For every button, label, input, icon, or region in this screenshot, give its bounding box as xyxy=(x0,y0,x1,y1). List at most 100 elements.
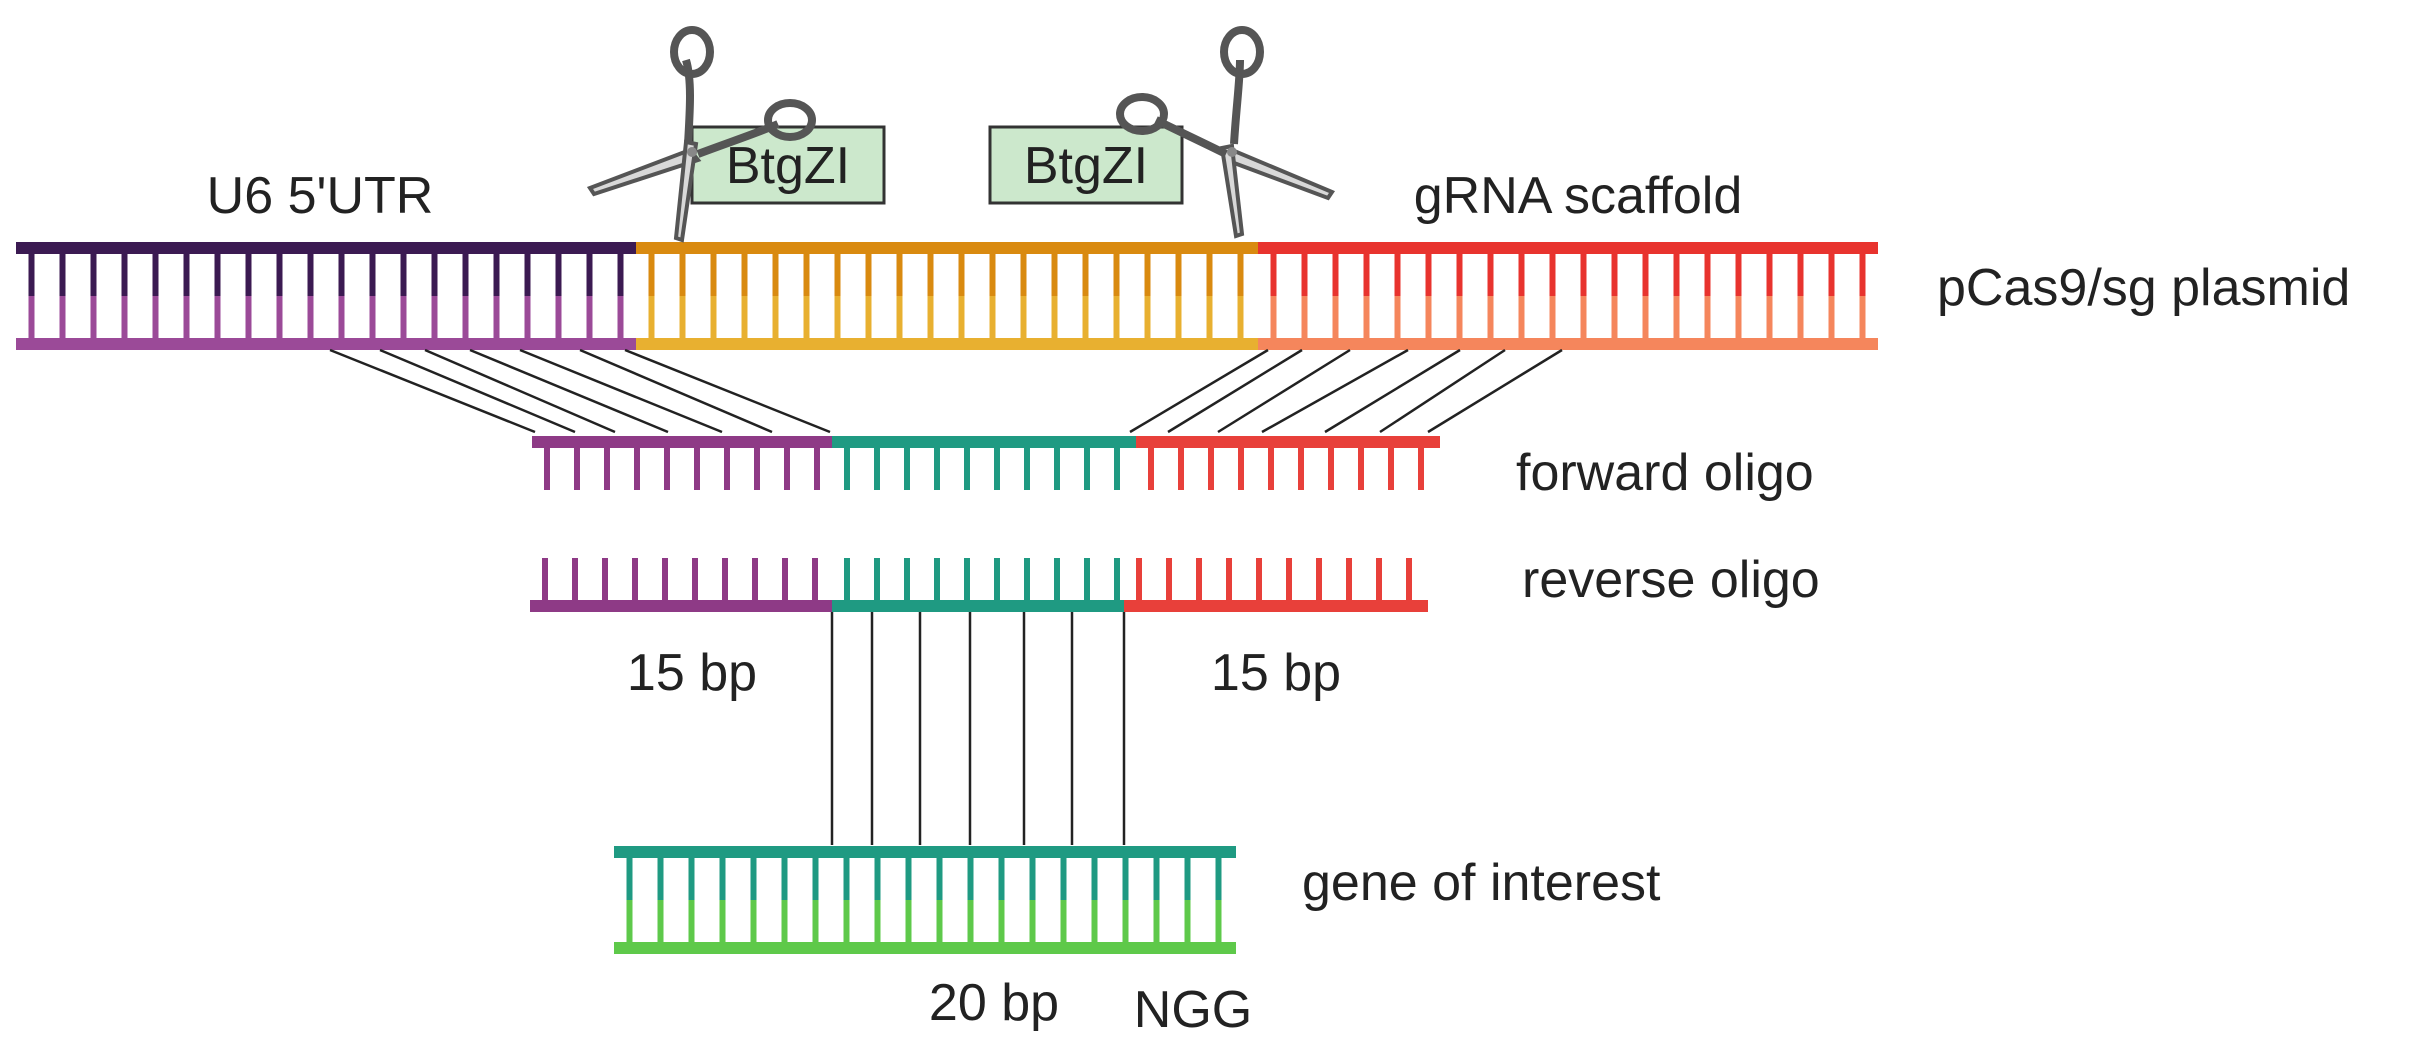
scaffold-segment-rung-top xyxy=(1673,248,1680,296)
gene-segment-rung-top xyxy=(688,852,695,900)
fwd-right-rung xyxy=(1298,442,1304,490)
rev-right-rung xyxy=(1256,558,1262,606)
gene-segment-rung-bottom xyxy=(936,900,943,948)
scaffold-segment-top-backbone xyxy=(1258,242,1878,254)
fwd-right-rung xyxy=(1328,442,1334,490)
spacer-segment-rung-bottom xyxy=(1144,296,1151,344)
spacer-segment-rung-bottom xyxy=(772,296,779,344)
gene-segment-rung-bottom xyxy=(750,900,757,948)
gene-segment-rung-top xyxy=(812,852,819,900)
scaffold-segment-rung-top xyxy=(1828,248,1835,296)
connector-line xyxy=(519,348,723,434)
spacer-segment-rung-bottom xyxy=(896,296,903,344)
spacer-segment-rung-bottom xyxy=(865,296,872,344)
scaffold-segment-rung-top xyxy=(1642,248,1649,296)
u6-segment-rung-top xyxy=(59,248,66,296)
scaffold-segment-rung-top xyxy=(1797,248,1804,296)
gene-segment-rung-bottom xyxy=(781,900,788,948)
fwd-middle-rung xyxy=(1024,442,1030,490)
fwd-middle-rung xyxy=(874,442,880,490)
gene-segment-rung-top xyxy=(843,852,850,900)
scaffold-segment-rung-bottom xyxy=(1456,296,1463,344)
connector-line xyxy=(624,348,831,434)
rev-right-rung xyxy=(1346,558,1352,606)
scaffold-segment-rung-top xyxy=(1270,248,1277,296)
scaffold-segment-rung-bottom xyxy=(1425,296,1432,344)
u6-segment-rung-top xyxy=(90,248,97,296)
rev-middle-rung xyxy=(844,558,850,606)
gene-segment-rung-top xyxy=(1184,852,1191,900)
connector-line xyxy=(424,348,616,434)
u6-segment-rung-top xyxy=(152,248,159,296)
spacer-segment-rung-bottom xyxy=(1206,296,1213,344)
scaffold-segment-rung-top xyxy=(1301,248,1308,296)
rev-right-rung xyxy=(1136,558,1142,606)
fwd-middle-rung xyxy=(904,442,910,490)
fwd-left-rung xyxy=(634,442,640,490)
rev-middle-rung xyxy=(1024,558,1030,606)
rev-middle-rung xyxy=(1084,558,1090,606)
scaffold-segment-rung-top xyxy=(1363,248,1370,296)
u6-segment-rung-bottom xyxy=(276,296,283,344)
u6-segment-rung-top xyxy=(524,248,531,296)
rev-middle-rung xyxy=(1114,558,1120,606)
fwd-middle-rung xyxy=(1054,442,1060,490)
u6-segment-rung-top xyxy=(431,248,438,296)
gene-segment-rung-top xyxy=(1060,852,1067,900)
fwd-right-rung xyxy=(1208,442,1214,490)
scaffold-segment-rung-bottom xyxy=(1673,296,1680,344)
spacer-segment-rung-top xyxy=(1113,248,1120,296)
gene-segment-rung-bottom xyxy=(998,900,1005,948)
plasmid-label: pCas9/sg plasmid xyxy=(1937,259,2350,317)
spacer-segment-rung-top xyxy=(896,248,903,296)
rev-left-rung xyxy=(542,558,548,606)
gene-segment-rung-bottom xyxy=(719,900,726,948)
u6-segment-rung-bottom xyxy=(214,296,221,344)
u6-segment-rung-bottom xyxy=(183,296,190,344)
u6-segment-rung-top xyxy=(276,248,283,296)
right-overlap-label: 15 bp xyxy=(1211,644,1341,702)
spacer-segment-rung-top xyxy=(989,248,996,296)
fwd-left-rung xyxy=(754,442,760,490)
u6-segment-rung-bottom xyxy=(524,296,531,344)
fwd-middle-rung xyxy=(964,442,970,490)
gene-of-interest-label: gene of interest xyxy=(1302,854,1661,912)
grna-scaffold-label: gRNA scaffold xyxy=(1414,167,1743,225)
rev-left-rung xyxy=(812,558,818,606)
target-length-label: 20 bp xyxy=(929,974,1059,1032)
gene-segment-rung-top xyxy=(1029,852,1036,900)
u6-segment-rung-top xyxy=(586,248,593,296)
rev-right-rung xyxy=(1316,558,1322,606)
u6-segment-rung-bottom xyxy=(400,296,407,344)
enzyme-box-right xyxy=(988,125,1184,205)
gene-segment-rung-top xyxy=(657,852,664,900)
scaffold-segment-rung-bottom xyxy=(1642,296,1649,344)
scaffold-segment-rung-bottom xyxy=(1828,296,1835,344)
spacer-segment-rung-bottom xyxy=(1113,296,1120,344)
scaffold-segment-rung-top xyxy=(1859,248,1866,296)
u6-segment-rung-top xyxy=(493,248,500,296)
gene-segment-rung-bottom xyxy=(967,900,974,948)
fwd-middle-rung xyxy=(1114,442,1120,490)
rev-left-rung xyxy=(632,558,638,606)
u6-utr-label: U6 5'UTR xyxy=(207,167,434,225)
fwd-left-rung xyxy=(724,442,730,490)
connector-line xyxy=(579,348,773,434)
gene-segment-rung-bottom xyxy=(1122,900,1129,948)
u6-segment-rung-bottom xyxy=(586,296,593,344)
connector-line xyxy=(329,348,536,434)
fwd-left-rung xyxy=(544,442,550,490)
spacer-segment-rung-top xyxy=(772,248,779,296)
u6-segment-rung-bottom xyxy=(617,296,624,344)
gene-segment-bottom-backbone xyxy=(614,942,1236,954)
scaffold-segment-rung-bottom xyxy=(1518,296,1525,344)
rev-right-rung xyxy=(1406,558,1412,606)
connector-line xyxy=(1324,348,1461,434)
connector-line xyxy=(1379,348,1506,434)
rev-middle-rung xyxy=(874,558,880,606)
spacer-segment-rung-bottom xyxy=(1051,296,1058,344)
rev-right-rung xyxy=(1226,558,1232,606)
rev-left-rung xyxy=(692,558,698,606)
connector-line xyxy=(1129,348,1269,434)
gene-segment-rung-bottom xyxy=(843,900,850,948)
